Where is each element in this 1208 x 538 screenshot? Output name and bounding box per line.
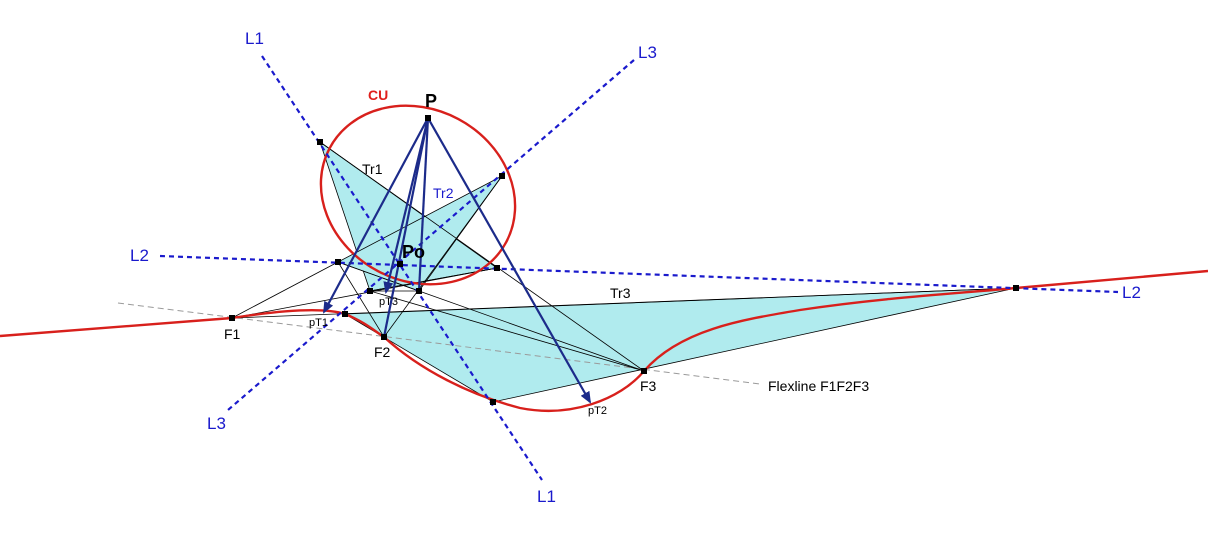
label-f2: F2 <box>374 344 391 360</box>
label-f3: F3 <box>640 378 657 394</box>
label-pt1: pT1 <box>309 317 328 329</box>
segment-p-v <box>417 117 430 292</box>
arrow-p-pt3 <box>383 117 430 294</box>
label-po: Po <box>402 242 425 262</box>
label-pt2: pT2 <box>588 405 607 417</box>
label-p: P <box>425 91 437 111</box>
dashed-lines <box>159 55 1119 481</box>
label-tr2: Tr2 <box>433 185 454 201</box>
label-tr3: Tr3 <box>610 285 631 301</box>
label-flexline: Flexline F1F2F3 <box>768 378 869 394</box>
line-l1 <box>261 55 543 481</box>
label-l1-bottom: L1 <box>537 487 556 506</box>
line-l2 <box>159 254 1119 294</box>
point-pt3 <box>367 288 373 294</box>
point-pt1 <box>342 311 348 317</box>
point-f3 <box>641 368 647 374</box>
point-f1 <box>229 315 235 321</box>
label-l1-top: L1 <box>245 29 264 48</box>
point-a <box>317 139 323 145</box>
point-d <box>494 265 500 271</box>
arrow-p-pt2 <box>427 117 591 404</box>
segment-p-f2 <box>382 117 430 338</box>
triangle-tr3-fill <box>343 287 1017 403</box>
label-l3-top: L3 <box>638 43 657 62</box>
point-b <box>499 173 505 179</box>
label-tr1: Tr1 <box>362 161 383 177</box>
point-po <box>397 261 403 267</box>
point-g <box>490 399 496 405</box>
point-e <box>416 288 422 294</box>
arrow-p-pt1 <box>323 117 429 314</box>
label-l2-right: L2 <box>1122 283 1141 302</box>
arrows <box>323 117 591 404</box>
label-pt3: pT3 <box>379 296 398 308</box>
point-h <box>1013 285 1019 291</box>
points <box>229 115 1019 405</box>
point-f2 <box>381 334 387 340</box>
flexline <box>117 302 761 385</box>
point-p <box>425 115 431 121</box>
cubic-curve <box>0 104 1208 412</box>
label-cu: CU <box>368 87 388 103</box>
label-f1: F1 <box>224 326 241 342</box>
label-l2-left: L2 <box>130 246 149 265</box>
label-l3-bottom: L3 <box>207 414 226 433</box>
point-c <box>335 259 341 265</box>
